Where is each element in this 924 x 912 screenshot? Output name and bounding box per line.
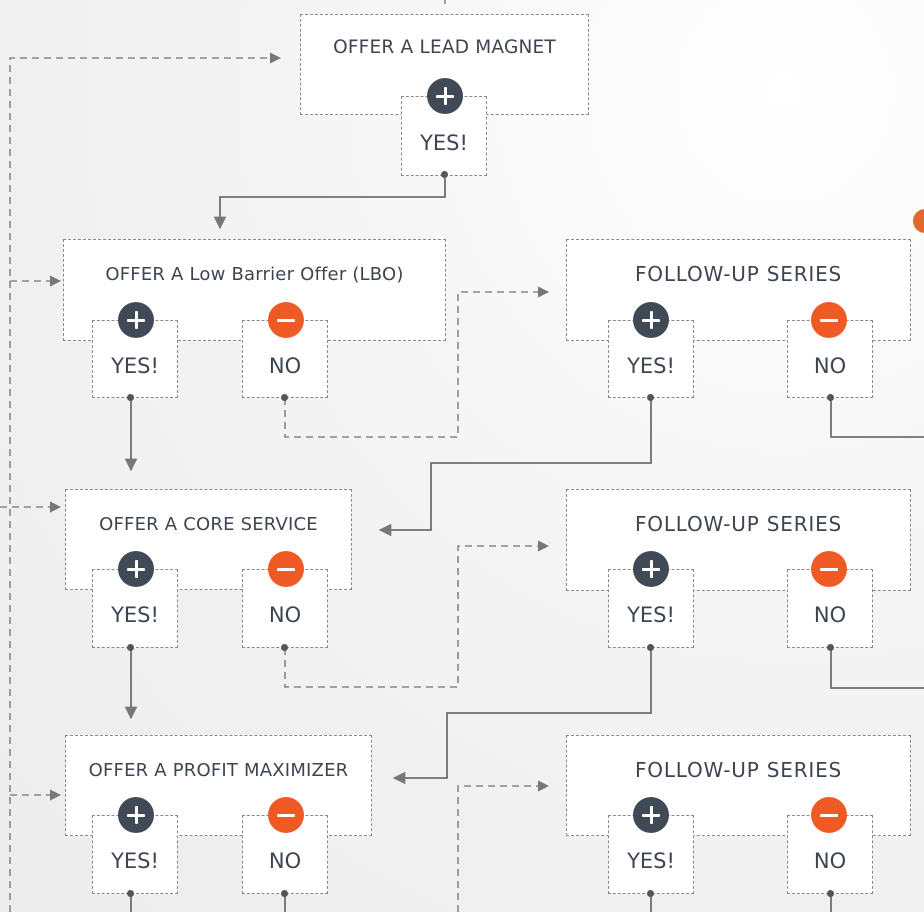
profit-yes-box[interactable]: YES! — [92, 815, 178, 894]
minus-circle-icon[interactable] — [811, 797, 847, 833]
connector-dot — [647, 890, 654, 897]
follow-up-no-box[interactable]: NO — [787, 569, 873, 648]
no-label: NO — [268, 603, 302, 627]
connector-dot — [647, 394, 654, 401]
connector-dot — [127, 394, 134, 401]
connector-dot — [441, 171, 448, 178]
connector-dot — [281, 890, 288, 897]
minus-circle-icon[interactable] — [811, 551, 847, 587]
connector-dot — [127, 644, 134, 651]
yes-label: YES! — [627, 603, 675, 627]
profit-maximizer-title: OFFER A PROFIT MAXIMIZER — [88, 760, 349, 781]
yes-label: YES! — [627, 354, 675, 378]
no-label: NO — [268, 354, 302, 378]
lead-magnet-title: OFFER A LEAD MAGNET — [333, 37, 556, 58]
connector-dot — [281, 394, 288, 401]
minus-circle-icon[interactable] — [268, 302, 304, 338]
yes-label: YES! — [420, 131, 468, 155]
plus-circle-icon[interactable] — [427, 78, 463, 114]
yes-label: YES! — [111, 603, 159, 627]
minus-circle-icon[interactable] — [268, 797, 304, 833]
no-label: NO — [813, 849, 847, 873]
yes-label: YES! — [111, 849, 159, 873]
follow-up-title: FOLLOW-UP SERIES — [634, 262, 843, 286]
minus-circle-icon[interactable] — [811, 302, 847, 338]
plus-circle-icon[interactable] — [118, 797, 154, 833]
plus-circle-icon[interactable] — [118, 302, 154, 338]
follow-up-title: FOLLOW-UP SERIES — [634, 758, 843, 782]
lbo-title: OFFER A Low Barrier Offer (LBO) — [105, 264, 404, 285]
connector-dot — [827, 890, 834, 897]
plus-circle-icon[interactable] — [633, 302, 669, 338]
no-label: NO — [813, 603, 847, 627]
no-label: NO — [813, 354, 847, 378]
yes-label: YES! — [627, 849, 675, 873]
orange-circle-decoration — [913, 209, 924, 233]
connector-dot — [127, 890, 134, 897]
connector-dot — [827, 644, 834, 651]
plus-circle-icon[interactable] — [633, 551, 669, 587]
no-label: NO — [268, 849, 302, 873]
connector-dot — [647, 644, 654, 651]
minus-circle-icon[interactable] — [268, 551, 304, 587]
plus-circle-icon[interactable] — [633, 797, 669, 833]
core-service-title: OFFER A CORE SERVICE — [99, 514, 318, 535]
yes-label: YES! — [111, 354, 159, 378]
follow-up-title: FOLLOW-UP SERIES — [634, 512, 843, 536]
connector-dot — [281, 644, 288, 651]
connector-dot — [827, 394, 834, 401]
plus-circle-icon[interactable] — [118, 551, 154, 587]
